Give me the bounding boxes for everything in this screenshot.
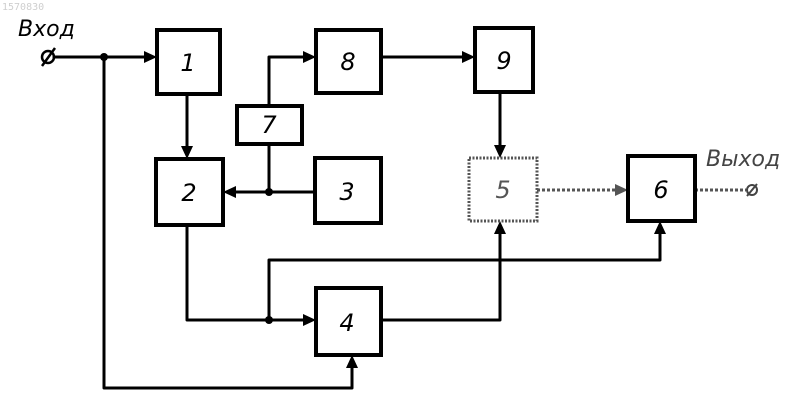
output-terminal <box>747 184 757 196</box>
arrow-into-block-5-top <box>494 145 506 158</box>
output-label: Выход <box>706 147 780 172</box>
junction-block-3-output <box>265 188 273 196</box>
block-2-label: 2 <box>181 179 196 207</box>
block-7: 7 <box>237 106 302 144</box>
block-8: 8 <box>316 30 381 93</box>
arrow-into-block-5-bottom <box>494 221 506 234</box>
block-3: 3 <box>315 158 381 223</box>
block-1-label: 1 <box>180 49 195 77</box>
block-6-label: 6 <box>653 176 668 204</box>
input-label: Вход <box>18 17 75 42</box>
block-4-label: 4 <box>339 309 354 337</box>
block-6: 6 <box>628 156 695 221</box>
wire-block-2-to-block-4 <box>187 225 309 320</box>
block-2: 2 <box>156 159 223 225</box>
block-7-label: 7 <box>261 111 277 139</box>
block-5-label: 5 <box>495 176 510 204</box>
document-id: 1570830 <box>2 2 44 13</box>
block-1: 1 <box>157 30 220 94</box>
wire-block-4-to-block-5 <box>381 228 500 320</box>
block-4: 4 <box>316 288 381 355</box>
block-9: 9 <box>475 28 533 92</box>
junction-input <box>100 53 108 61</box>
wire-block-7-to-block-8 <box>269 57 309 106</box>
block-3-label: 3 <box>339 178 354 206</box>
block-8-label: 8 <box>340 48 355 76</box>
block-5: 5 <box>469 158 537 221</box>
block-9-label: 9 <box>496 47 511 75</box>
junction-block-2-output <box>265 316 273 324</box>
